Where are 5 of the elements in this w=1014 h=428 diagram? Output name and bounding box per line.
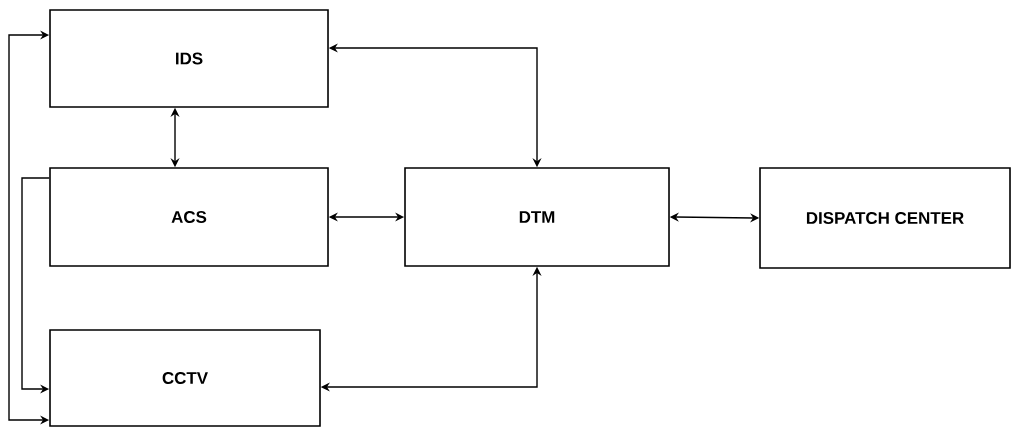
process-box: ACS: [49, 167, 329, 267]
process-box: IDS: [49, 9, 329, 108]
process-box: DISPATCH CENTER: [759, 167, 1011, 269]
process-box: DTM: [404, 167, 670, 267]
process-box: CCTV: [49, 329, 321, 427]
